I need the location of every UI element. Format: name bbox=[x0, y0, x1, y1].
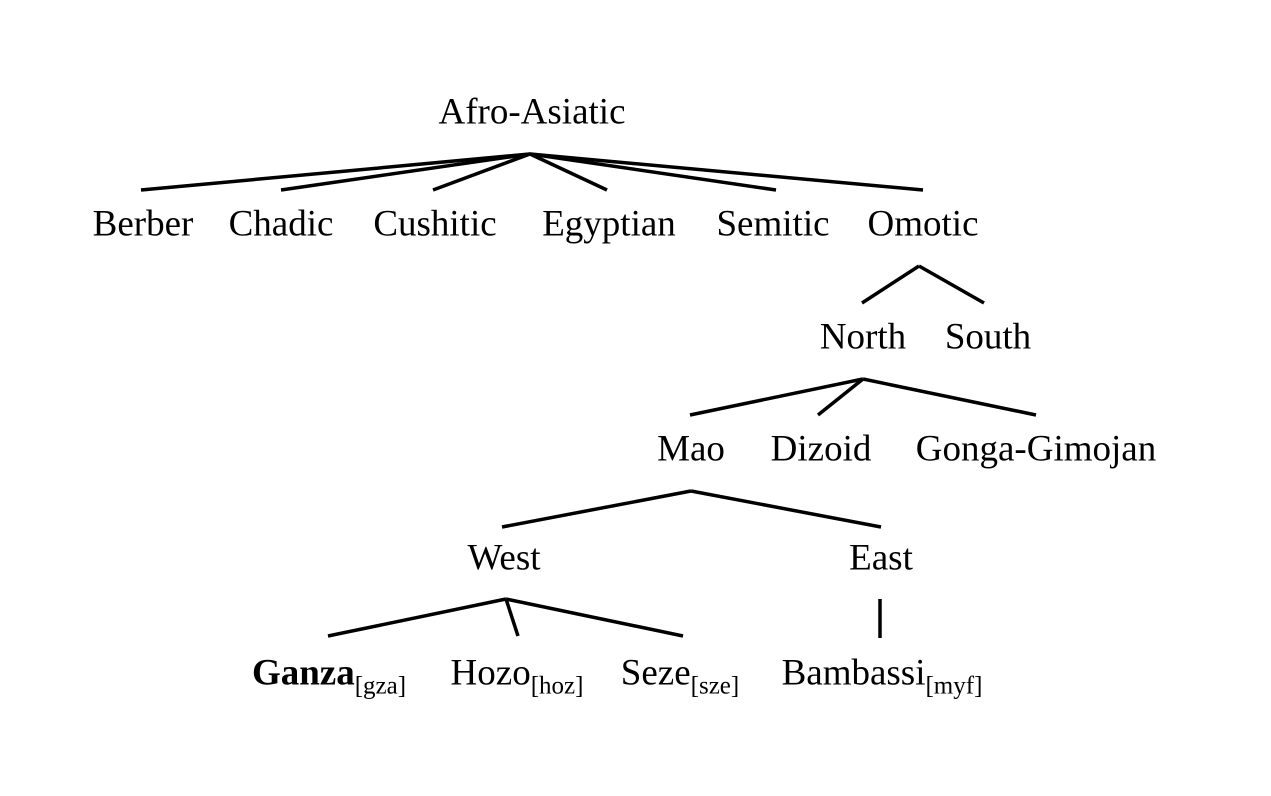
language-name: Hozo bbox=[450, 652, 531, 694]
node-north: North bbox=[819, 316, 907, 358]
node-hozo: Hozo[hoz] bbox=[450, 652, 584, 699]
edge-omotic-north bbox=[861, 264, 920, 305]
edge-mao-west bbox=[501, 489, 692, 529]
node-gonga-gimojan: Gonga-Gimojan bbox=[915, 428, 1157, 470]
node-south: South bbox=[944, 316, 1032, 358]
edge-afroasiatic-berber bbox=[140, 152, 531, 192]
node-chadic: Chadic bbox=[228, 203, 334, 245]
node-ganza: Ganza[gza] bbox=[251, 652, 406, 699]
edge-afroasiatic-semitic bbox=[529, 152, 777, 192]
node-semitic: Semitic bbox=[716, 203, 830, 245]
edge-afroasiatic-egyptian bbox=[529, 152, 608, 192]
iso-code: [sze] bbox=[690, 672, 740, 700]
iso-code: [hoz] bbox=[530, 672, 584, 700]
edge-mao-east bbox=[690, 489, 882, 529]
node-east: East bbox=[849, 537, 913, 579]
language-name: Bambassi bbox=[781, 652, 926, 694]
edge-omotic-south bbox=[918, 264, 985, 305]
node-berber: Berber bbox=[92, 203, 194, 245]
node-cushitic: Cushitic bbox=[373, 203, 497, 245]
edge-west-seze bbox=[505, 597, 684, 638]
node-bambassi: Bambassi[myf] bbox=[781, 652, 983, 699]
language-name: Seze bbox=[620, 652, 691, 694]
node-egyptian: Egyptian bbox=[542, 203, 676, 245]
edge-afroasiatic-cushitic bbox=[432, 152, 531, 192]
node-mao: Mao bbox=[657, 428, 725, 470]
edge-afroasiatic-chadic bbox=[280, 152, 531, 192]
node-omotic: Omotic bbox=[867, 203, 979, 245]
edge-afroasiatic-omotic bbox=[529, 152, 924, 192]
iso-code: [gza] bbox=[354, 672, 407, 700]
language-name: Ganza bbox=[251, 652, 355, 694]
edge-west-ganza bbox=[327, 597, 507, 638]
iso-code: [myf] bbox=[925, 672, 983, 700]
edge-north-gonga-gimojan bbox=[862, 377, 1037, 417]
edge-north-mao bbox=[689, 377, 864, 417]
edge-north-dizoid bbox=[816, 377, 865, 417]
node-west: West bbox=[467, 537, 541, 579]
node-dizoid: Dizoid bbox=[770, 428, 872, 470]
node-afro-asiatic: Afro-Asiatic bbox=[438, 91, 626, 133]
edge-west-hozo bbox=[504, 598, 520, 637]
node-seze: Seze[sze] bbox=[620, 652, 739, 699]
